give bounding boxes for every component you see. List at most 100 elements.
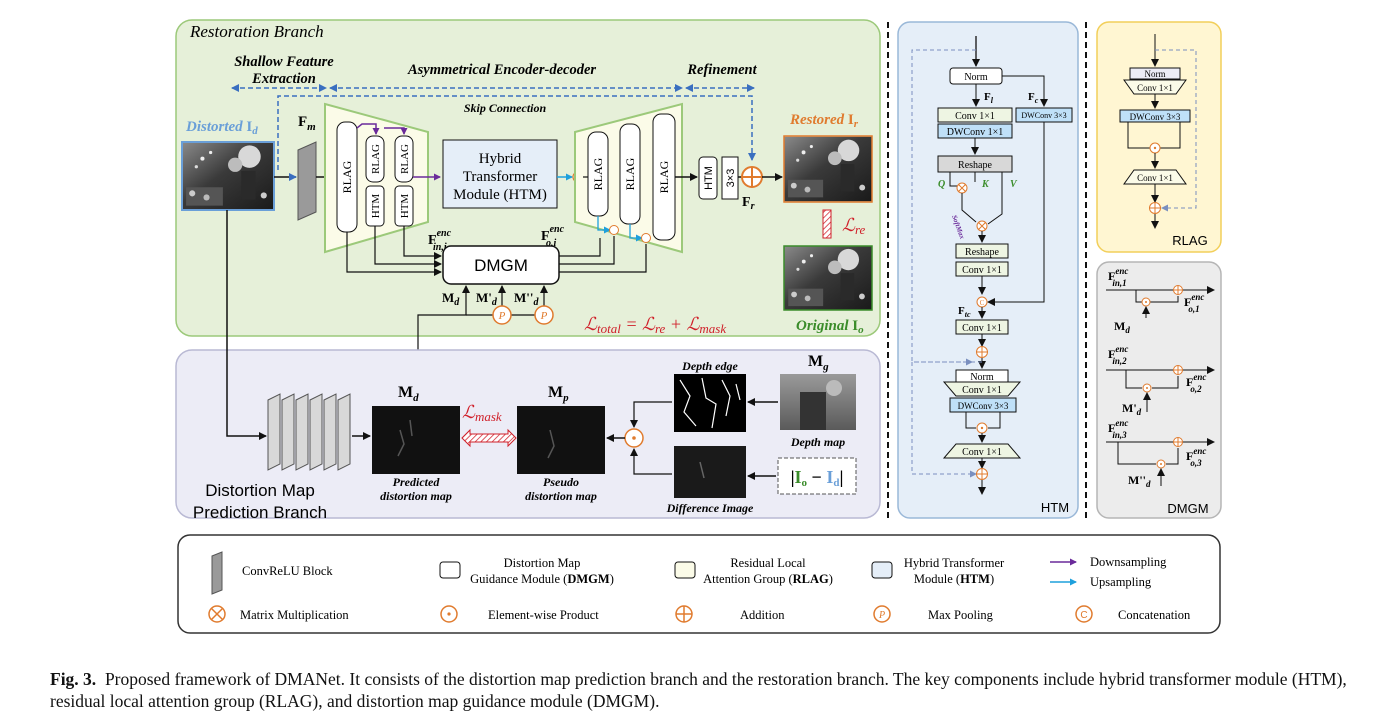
svg-text:HTM: HTM (370, 194, 382, 219)
svg-text:Reshape: Reshape (965, 247, 999, 258)
svg-text:Fc: Fc (1028, 91, 1039, 105)
lmask-arrow (461, 428, 517, 448)
lmask-label: ℒmask (462, 402, 502, 424)
rlag-detail-flow: Norm Conv 1×1 DWConv 3×3 Conv 1×1 (1119, 34, 1197, 229)
svg-text:HTM: HTM (399, 194, 411, 219)
svg-text:Conv 1×1: Conv 1×1 (1137, 173, 1173, 183)
svg-text:Q: Q (938, 179, 945, 190)
svg-text:Conv 1×1: Conv 1×1 (962, 385, 1002, 396)
skip-connection-label: Skip Connection (464, 101, 547, 115)
legend-items: ConvReLU Block Distortion Map Guidance M… (208, 551, 1191, 623)
legend-dmgm-icon (439, 561, 461, 579)
abs-diff-box (777, 457, 857, 495)
skip-connection (277, 95, 756, 170)
restored-label: Restored Ir (789, 112, 859, 130)
restored-image (784, 136, 872, 202)
distorted-to-prediction (226, 210, 267, 440)
svg-text:Norm: Norm (964, 72, 988, 83)
svg-text:Conv 1×1: Conv 1×1 (955, 111, 995, 122)
legend-convrelu-icon (211, 551, 223, 595)
svg-text:Module (HTM): Module (HTM) (453, 187, 547, 203)
svg-text:P: P (540, 310, 548, 322)
svg-text:Conv 1×1: Conv 1×1 (962, 323, 1002, 334)
svg-text:RLAG: RLAG (399, 144, 411, 174)
pseudo-distortion-map (517, 406, 605, 474)
svg-text:DWConv 3×3: DWConv 3×3 (1130, 112, 1181, 122)
svg-text:Concatenation: Concatenation (1118, 608, 1191, 622)
legend-box (177, 534, 1221, 634)
svg-text:P: P (498, 310, 506, 322)
md-label: Md (398, 384, 419, 404)
difference-image-label: Difference Image (666, 501, 754, 515)
rlag-panel-label: RLAG (1172, 233, 1207, 248)
original-label: Original Io (796, 318, 864, 336)
svg-text:Downsampling: Downsampling (1090, 555, 1167, 569)
difference-image (674, 446, 746, 498)
mp-label: Mp (548, 384, 569, 404)
depth-map-label: Depth map (790, 435, 845, 449)
dmgm-detail-panel (1096, 261, 1222, 519)
svg-text:Conv 1×1: Conv 1×1 (962, 447, 1002, 458)
total-loss-label: ℒtotal = ℒre + ℒmask (584, 314, 726, 336)
legend-rlag-icon (674, 561, 696, 579)
svg-text:HTM: HTM (703, 166, 715, 190)
figure-caption: Fig. 3. Proposed framework of DMANet. It… (50, 668, 1360, 712)
svg-text:Pseudo: Pseudo (543, 475, 579, 489)
svg-text:Hybrid: Hybrid (479, 151, 522, 167)
legend-convrelu: ConvReLU Block (242, 564, 333, 578)
fr-label: Fr (742, 195, 755, 212)
loss-re-arrow (822, 209, 832, 239)
svg-text:Addition: Addition (740, 608, 785, 622)
svg-text:RLAG: RLAG (623, 157, 637, 190)
prediction-conv-stack (267, 393, 351, 471)
fm-label: Fm (298, 114, 316, 133)
legend-htm-icon (871, 561, 893, 579)
svg-text:Attention Group (RLAG): Attention Group (RLAG) (703, 572, 833, 586)
svg-text:C: C (980, 299, 985, 307)
svg-text:Norm: Norm (970, 372, 994, 383)
svg-text:M'd: M'd (1122, 401, 1142, 417)
dmgm-connections (346, 226, 647, 276)
prediction-title-2: Prediction Branch (193, 503, 327, 522)
svg-text:Max Pooling: Max Pooling (928, 608, 994, 622)
svg-text:Residual Local: Residual Local (730, 556, 806, 570)
svg-text:DWConv 1×1: DWConv 1×1 (947, 127, 1003, 138)
svg-text:DMGM: DMGM (474, 256, 528, 275)
svg-text:distortion map: distortion map (525, 489, 597, 503)
svg-text:Element-wise Product: Element-wise Product (488, 608, 599, 622)
htm-panel-label: HTM (1041, 500, 1069, 515)
encoder-decoder-label: Asymmetrical Encoder-decoder (407, 62, 596, 78)
loss-re-label: ℒre (842, 215, 866, 237)
svg-text:Distortion Map: Distortion Map (504, 556, 581, 570)
svg-text:Ftc: Ftc (958, 305, 971, 319)
predicted-distortion-map (372, 406, 460, 474)
svg-text:RLAG: RLAG (591, 157, 605, 190)
restoration-branch-title: Restoration Branch (189, 22, 324, 41)
svg-text:K: K (981, 179, 990, 190)
svg-text:Fl: Fl (984, 91, 994, 105)
svg-text:P: P (878, 610, 885, 621)
maxpool-op-2 (534, 305, 554, 325)
distorted-image (182, 142, 274, 210)
svg-text:Matrix Multiplication: Matrix Multiplication (240, 608, 349, 622)
downsampling-arrows (356, 123, 441, 181)
svg-text:distortion map: distortion map (380, 489, 452, 503)
rlag-detail-panel (1096, 21, 1222, 253)
mg-label: Mg (808, 353, 829, 373)
svg-text:Reshape: Reshape (958, 160, 992, 171)
original-image (784, 246, 872, 310)
depth-edge-label: Depth edge (681, 359, 738, 373)
svg-text:Hybrid Transformer: Hybrid Transformer (904, 556, 1005, 570)
svg-text:Transformer: Transformer (463, 169, 537, 185)
md-input-label: Md (442, 290, 460, 308)
svg-text:Upsampling: Upsampling (1090, 575, 1152, 589)
svg-text:Predicted: Predicted (393, 475, 441, 489)
svg-text:V: V (1010, 179, 1018, 190)
